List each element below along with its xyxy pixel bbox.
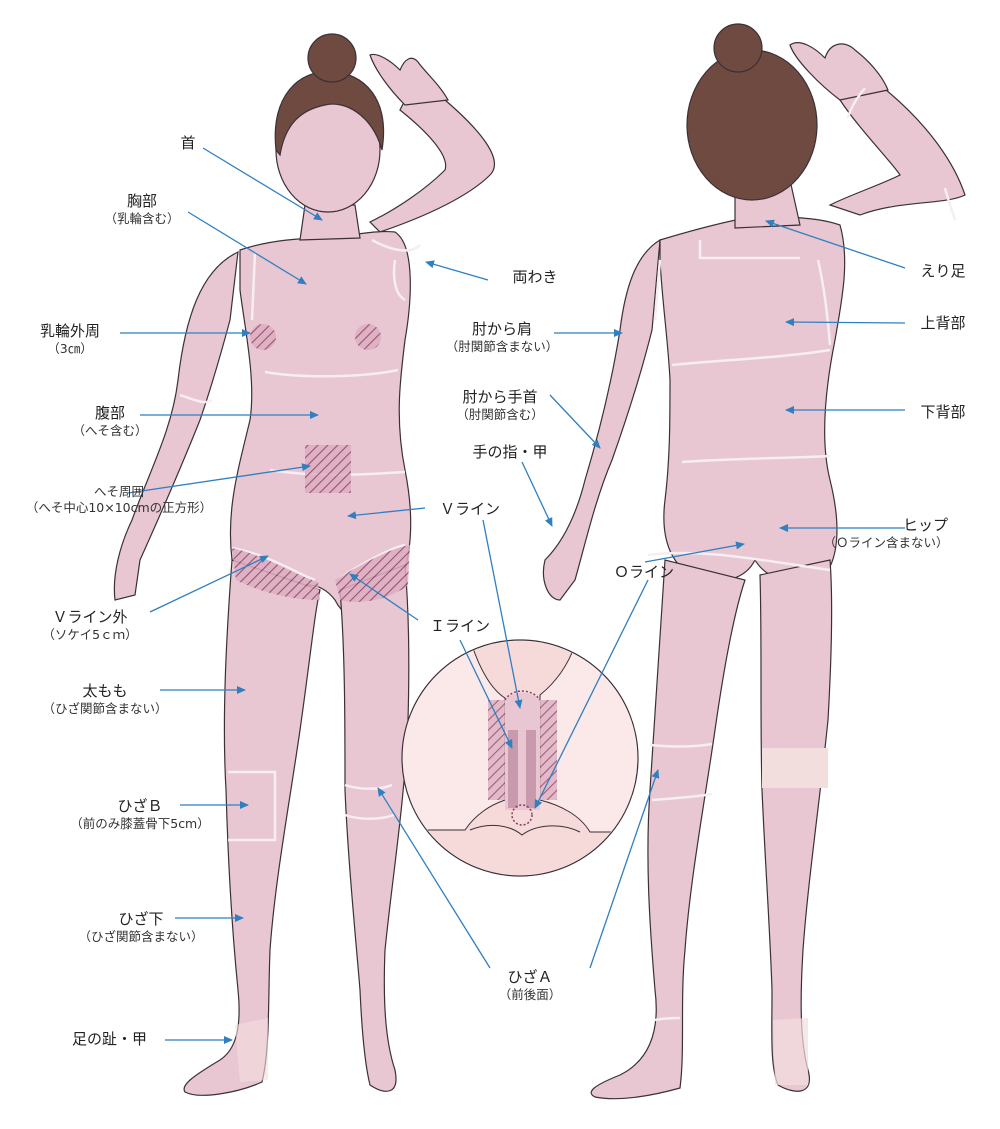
front-right-leg xyxy=(339,564,410,1092)
label-fingers: 手の指・甲 xyxy=(472,443,548,461)
front-left-leg xyxy=(183,559,321,1096)
label-thigh: 太もも （ひざ関節含まない） xyxy=(42,682,168,716)
back-left-arm xyxy=(542,238,661,601)
back-right-hand xyxy=(789,42,889,101)
label-elbow-wrist: 肘から手首 （肘関節含む） xyxy=(456,388,544,422)
front-left-arm xyxy=(113,250,239,601)
label-knee-b: ひざＢ （前のみ膝蓋骨下5cm） xyxy=(70,797,210,831)
label-neck: 首 xyxy=(180,134,196,152)
label-toes: 足の趾・甲 xyxy=(71,1030,147,1048)
label-vline: Ｖライン xyxy=(439,500,500,518)
front-hatched-zones xyxy=(232,324,410,602)
label-hip: ヒップ （Ｏライン含まない） xyxy=(823,516,949,550)
back-zone-lines xyxy=(647,87,957,1022)
label-lower-back: 下背部 xyxy=(920,403,966,421)
label-navel: へそ周囲 （へそ中心10×10cmの正方形） xyxy=(25,484,213,515)
back-pale-zones xyxy=(235,748,828,1085)
back-figure xyxy=(542,23,966,1100)
label-oline: Ｏライン xyxy=(613,563,674,581)
back-right-arm xyxy=(828,84,966,216)
label-underarms: 両わき xyxy=(512,268,558,286)
callout-arrows xyxy=(120,147,906,1044)
label-vline-outer: Ｖライン外 （ソケイ5ｃｍ） xyxy=(42,608,138,642)
front-right-hand xyxy=(369,53,449,106)
back-left-leg xyxy=(590,559,746,1100)
back-head xyxy=(686,49,818,201)
label-below-knee: ひざ下 （ひざ関節含まない） xyxy=(78,910,204,944)
label-nape: えり足 xyxy=(920,262,966,280)
back-right-leg xyxy=(759,559,833,1092)
label-areola: 乳輪外周 （3㎝） xyxy=(39,322,100,356)
label-chest: 胸部 （乳輪含む） xyxy=(104,192,180,226)
label-abdomen: 腹部 （へそ含む） xyxy=(72,404,148,438)
label-upper-back: 上背部 xyxy=(920,314,966,332)
front-right-arm xyxy=(368,89,495,233)
label-knee-a: ひざＡ （前後面） xyxy=(498,968,562,1002)
back-hair-bun xyxy=(713,23,763,73)
front-hair-bun xyxy=(307,33,357,83)
inset-detail xyxy=(401,639,639,877)
label-iline: Ｉライン xyxy=(429,617,490,635)
front-hair xyxy=(274,71,384,157)
label-elbow-shoulder: 肘から肩 （肘関節含まない） xyxy=(445,320,559,354)
